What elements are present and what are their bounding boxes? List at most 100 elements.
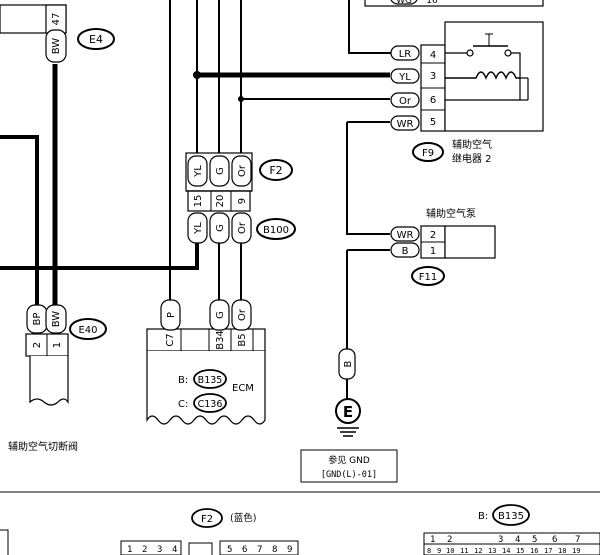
connector-top-47: 47: [0, 4, 67, 34]
svg-text:4: 4: [172, 545, 177, 555]
wire-horizontal-harness: [0, 238, 199, 270]
svg-text:9: 9: [437, 547, 441, 555]
ecm-pin-b5: B5: [237, 333, 248, 346]
svg-text:B:: B:: [478, 511, 488, 522]
valve-body: [29, 356, 69, 406]
svg-text:C:: C:: [178, 399, 188, 410]
svg-text:C136: C136: [198, 399, 223, 410]
svg-text:G: G: [215, 167, 226, 175]
svg-text:B: B: [402, 246, 409, 257]
svg-text:[GND(L)-01]: [GND(L)-01]: [321, 470, 377, 480]
svg-text:BP: BP: [32, 313, 43, 326]
connector-badge-f11: F11: [411, 266, 445, 286]
svg-text:BW: BW: [51, 38, 62, 55]
svg-text:WR: WR: [397, 119, 414, 130]
partial-connector-left: [0, 529, 9, 555]
connector-f9: WG 16 4 3 6 5 LR YL Or WR: [364, 0, 544, 132]
svg-text:2: 2: [142, 545, 147, 555]
svg-text:19: 19: [572, 547, 580, 555]
svg-text:18: 18: [558, 547, 566, 555]
valve-label: 辅助空气切断阀: [8, 440, 78, 453]
svg-text:B135: B135: [498, 511, 524, 522]
svg-text:4: 4: [515, 535, 520, 545]
svg-text:16: 16: [426, 0, 438, 6]
svg-text:Or: Or: [399, 96, 412, 107]
connector-badge-e4: E4: [77, 28, 115, 50]
wire-left-loop: [0, 135, 39, 306]
svg-text:11: 11: [460, 547, 468, 555]
svg-text:14: 14: [502, 547, 510, 555]
pin-47: 47: [51, 13, 62, 26]
wire-b-ground: [346, 249, 390, 350]
svg-text:1: 1: [430, 535, 435, 545]
connector-badge-f9: F9: [412, 142, 444, 162]
svg-text:G: G: [215, 224, 226, 232]
svg-text:2: 2: [447, 535, 452, 545]
svg-text:13: 13: [488, 547, 496, 555]
svg-text:F2: F2: [269, 164, 282, 177]
svg-text:12: 12: [474, 547, 482, 555]
ecm-pin-b34: B34: [215, 330, 226, 350]
ecm-unit: C7 B34 B5 P G Or B: B135 ECM C: C136: [146, 299, 266, 425]
svg-text:1: 1: [52, 342, 63, 348]
svg-text:17: 17: [544, 547, 552, 555]
svg-text:(蓝色): (蓝色): [230, 512, 256, 524]
svg-text:LR: LR: [399, 49, 412, 60]
svg-text:2: 2: [32, 342, 43, 348]
svg-text:F11: F11: [419, 272, 437, 283]
svg-text:Or: Or: [237, 164, 248, 177]
svg-text:P: P: [166, 312, 177, 318]
svg-text:6: 6: [242, 545, 247, 555]
f2-connector-diagram: F2 (蓝色) 1 2 3 4 5 6 7 8 9: [120, 508, 299, 555]
svg-text:3: 3: [498, 535, 503, 545]
ground-reference-box: 参见 GND [GND(L)-01]: [300, 449, 398, 483]
svg-text:3: 3: [430, 71, 436, 82]
svg-text:9: 9: [287, 545, 292, 555]
svg-text:参见 GND: 参见 GND: [328, 454, 370, 466]
svg-text:2: 2: [430, 230, 436, 241]
pump-label: 辅助空气泵: [426, 207, 476, 220]
svg-text:YL: YL: [193, 222, 204, 235]
svg-text:10: 10: [446, 547, 454, 555]
svg-text:5: 5: [532, 535, 537, 545]
svg-text:YL: YL: [193, 165, 204, 178]
svg-text:B: B: [343, 360, 354, 367]
svg-text:1: 1: [430, 246, 436, 257]
connector-badge-e40: E40: [69, 318, 107, 340]
svg-text:5: 5: [227, 545, 232, 555]
relay-label-2: 继电器 2: [452, 152, 492, 165]
pin-20: 20: [215, 195, 226, 208]
wires: [0, 0, 420, 350]
svg-text:F2: F2: [201, 514, 213, 525]
junction-dot: [193, 71, 201, 79]
svg-text:5: 5: [430, 117, 436, 128]
wire-wr: [346, 121, 390, 235]
svg-text:E40: E40: [78, 325, 97, 336]
svg-text:BW: BW: [51, 311, 62, 328]
pin-9: 9: [237, 198, 248, 204]
svg-text:Or: Or: [237, 221, 248, 234]
svg-text:B:: B:: [178, 375, 188, 386]
svg-text:16: 16: [530, 547, 538, 555]
junction-dot: [238, 96, 244, 102]
svg-text:E4: E4: [89, 33, 103, 46]
svg-text:1: 1: [127, 545, 132, 555]
svg-text:F9: F9: [422, 148, 434, 159]
ground-symbol: B E: [335, 348, 361, 437]
svg-text:15: 15: [516, 547, 524, 555]
svg-text:WR: WR: [397, 230, 414, 241]
svg-text:8: 8: [427, 547, 431, 555]
wire-tag-bw-top: BW: [45, 29, 67, 63]
connector-badge-b100: B100: [256, 218, 296, 240]
svg-text:7: 7: [257, 545, 262, 555]
ecm-label: ECM: [232, 383, 254, 394]
svg-text:3: 3: [157, 545, 162, 555]
pin-15: 15: [193, 195, 204, 208]
svg-text:E: E: [343, 403, 353, 421]
svg-text:YL: YL: [398, 72, 411, 83]
b135-connector-diagram: B: B135 1 2 3 4 5 6 7 8 9 10 11 12 13 14…: [423, 504, 600, 555]
svg-text:6: 6: [430, 95, 436, 106]
connector-f2: YL G Or 15 20 9 YL G Or: [185, 152, 253, 244]
svg-text:B100: B100: [263, 225, 289, 236]
